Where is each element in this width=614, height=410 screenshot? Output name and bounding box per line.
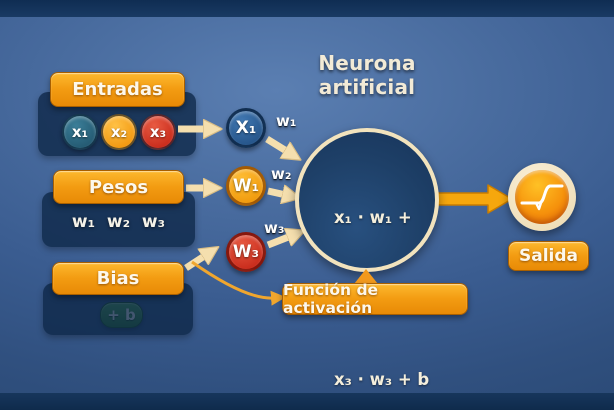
weights-list: w₁ w₂ w₃	[71, 212, 166, 232]
output-header: Salida	[508, 241, 589, 271]
sigmoid-curve-icon	[520, 184, 564, 211]
neuron-equation: x₁ · w₁ + x₂ · w₂ + x₃ · w₃ + b =	[334, 150, 429, 410]
activation-label: Función de activación	[283, 281, 379, 317]
node-w1-label: W₁	[232, 176, 260, 196]
activation-callout: Función de activación	[282, 281, 468, 317]
input-x3-label: x₃	[149, 123, 167, 141]
output-node	[508, 163, 576, 231]
edge-label-w1: w₁	[276, 112, 297, 130]
node-w1: W₁	[226, 166, 266, 206]
node-w3: W₃	[226, 232, 266, 272]
neuron-body: x₁ · w₁ + x₂ · w₂ + x₃ · w₃ + b =	[295, 128, 439, 389]
input-x3-chip: x₃	[140, 114, 176, 150]
edge-label-w3: w₃	[264, 219, 285, 237]
activation-function-icon	[515, 170, 569, 224]
bottom-band	[0, 393, 614, 410]
salida-label: Salida	[518, 246, 578, 266]
arrow-bias-to-activation	[191, 260, 286, 306]
node-x1-label: X₁	[235, 118, 257, 138]
node-w3-label: W₃	[232, 242, 260, 262]
input-x1-chip: x₁	[62, 114, 98, 150]
entradas-label: Entradas	[72, 79, 163, 100]
arrow-w1-to-neuron	[267, 191, 286, 195]
arrow-w3-to-neuron	[266, 236, 291, 249]
bias-header: Bias	[52, 262, 184, 295]
input-x1-label: x₁	[71, 123, 89, 141]
edge-label-w2: w₂	[271, 165, 292, 183]
node-x1: X₁	[226, 108, 266, 148]
arrow-bias-to-w3	[184, 255, 206, 271]
bias-label: Bias	[96, 268, 140, 289]
top-band	[0, 0, 614, 17]
arrow-neuron-to-output	[437, 184, 513, 214]
equation-line-1: x₁ · w₁ +	[334, 208, 412, 227]
input-x2-chip: x₂	[101, 114, 137, 150]
pesos-label: Pesos	[88, 176, 149, 198]
arrow-x1-to-neuron	[265, 136, 288, 152]
entradas-header: Entradas	[50, 72, 185, 107]
equation-line-3: x₃ · w₃ + b	[334, 370, 430, 389]
page-title: Neurona artificial	[318, 51, 416, 99]
activation-callout-pointer	[354, 269, 378, 284]
pesos-header: Pesos	[53, 170, 184, 204]
input-x2-label: x₂	[110, 123, 128, 141]
